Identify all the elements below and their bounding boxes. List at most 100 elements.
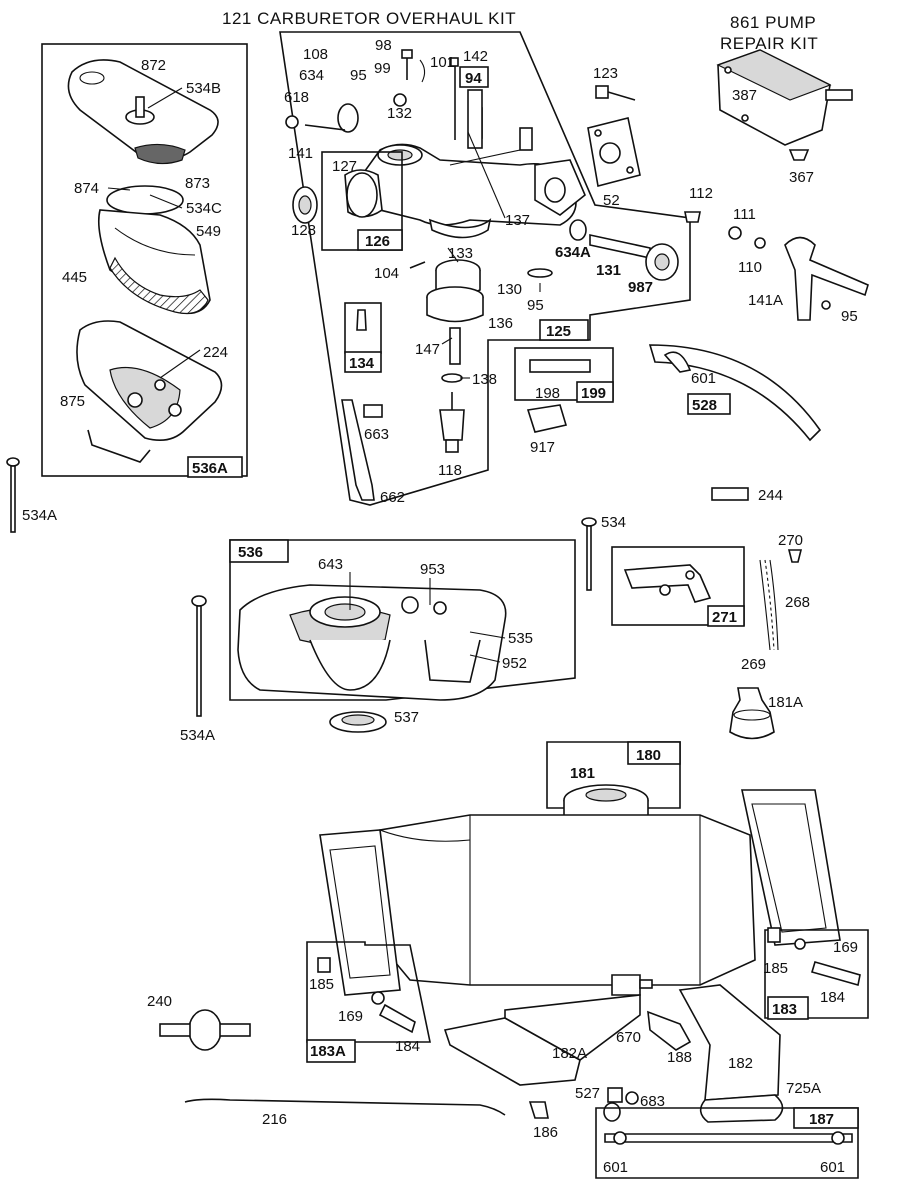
label-269: 269 xyxy=(741,656,766,673)
label-133: 133 xyxy=(448,245,473,262)
label-199: 199 xyxy=(581,385,606,402)
label-527: 527 xyxy=(575,1085,600,1102)
label-683: 683 xyxy=(640,1093,665,1110)
label-601-c: 601 xyxy=(820,1159,845,1176)
label-188: 188 xyxy=(667,1049,692,1066)
label-663: 663 xyxy=(364,426,389,443)
label-141a: 141A xyxy=(748,292,783,309)
label-634: 634 xyxy=(299,67,324,84)
label-186: 186 xyxy=(533,1124,558,1141)
label-183a: 183A xyxy=(310,1043,346,1060)
label-198: 198 xyxy=(535,385,560,402)
label-127: 127 xyxy=(332,158,357,175)
label-643: 643 xyxy=(318,556,343,573)
bolt-534a-left xyxy=(6,457,20,533)
label-128: 128 xyxy=(291,222,316,239)
label-94: 94 xyxy=(465,70,482,87)
bolt-534a-middle xyxy=(191,595,207,717)
label-634a: 634A xyxy=(555,244,591,261)
label-95-c: 95 xyxy=(841,308,858,325)
label-725a: 725A xyxy=(786,1080,821,1097)
label-271: 271 xyxy=(712,609,737,626)
label-169-right: 169 xyxy=(833,939,858,956)
label-180: 180 xyxy=(636,747,661,764)
air-cleaner-group xyxy=(41,43,248,478)
label-445: 445 xyxy=(62,269,87,286)
label-534c: 534C xyxy=(186,200,222,217)
fuel-tank-group xyxy=(306,687,869,1063)
label-874: 874 xyxy=(74,180,99,197)
label-952: 952 xyxy=(502,655,527,672)
label-244: 244 xyxy=(758,487,783,504)
label-142: 142 xyxy=(463,48,488,65)
label-185-left: 185 xyxy=(309,976,334,993)
label-185-right: 185 xyxy=(763,960,788,977)
label-123: 123 xyxy=(593,65,618,82)
label-601-a: 601 xyxy=(691,370,716,387)
label-270: 270 xyxy=(778,532,803,549)
label-138: 138 xyxy=(472,371,497,388)
carburetor-frame xyxy=(279,31,691,506)
label-99: 99 xyxy=(374,60,391,77)
label-112: 112 xyxy=(689,185,713,202)
label-141: 141 xyxy=(288,145,313,162)
label-536a: 536A xyxy=(192,460,228,477)
label-536: 536 xyxy=(238,544,263,561)
label-118: 118 xyxy=(438,462,462,479)
air-cleaner-frame xyxy=(41,43,248,477)
label-872: 872 xyxy=(141,57,166,74)
label-181a: 181A xyxy=(768,694,803,711)
bracket-and-chain-group xyxy=(581,517,803,651)
label-601-b: 601 xyxy=(603,1159,628,1176)
label-134: 134 xyxy=(349,355,375,372)
label-953: 953 xyxy=(420,561,445,578)
label-182a: 182A xyxy=(552,1045,587,1062)
label-873: 873 xyxy=(185,175,210,192)
label-216: 216 xyxy=(262,1111,287,1128)
label-183: 183 xyxy=(772,1001,797,1018)
pump-and-linkage-group xyxy=(587,49,869,501)
label-875: 875 xyxy=(60,393,85,410)
label-184-left: 184 xyxy=(395,1038,420,1055)
label-98: 98 xyxy=(375,37,392,54)
label-367: 367 xyxy=(789,169,814,186)
label-549: 549 xyxy=(196,223,221,240)
label-662: 662 xyxy=(380,489,405,506)
label-136: 136 xyxy=(488,315,513,332)
label-130: 130 xyxy=(497,281,522,298)
label-224: 224 xyxy=(203,344,228,361)
label-917: 917 xyxy=(530,439,555,456)
label-987: 987 xyxy=(628,279,653,296)
carburetor-group xyxy=(279,31,691,506)
label-268: 268 xyxy=(785,594,810,611)
shroud-group xyxy=(229,539,576,733)
label-535: 535 xyxy=(508,630,533,647)
label-240: 240 xyxy=(147,993,172,1010)
label-182: 182 xyxy=(728,1055,753,1072)
title-carburetor-kit: 121 CARBURETOR OVERHAUL KIT xyxy=(222,9,516,28)
label-95-b: 95 xyxy=(527,297,544,314)
label-534b: 534B xyxy=(186,80,221,97)
label-137: 137 xyxy=(505,212,530,229)
label-131: 131 xyxy=(596,262,621,279)
label-670: 670 xyxy=(616,1029,641,1046)
label-95-a: 95 xyxy=(350,67,367,84)
label-184-right: 184 xyxy=(820,989,845,1006)
label-169-left: 169 xyxy=(338,1008,363,1025)
label-618: 618 xyxy=(284,89,309,106)
label-125: 125 xyxy=(546,323,571,340)
label-534: 534 xyxy=(601,514,626,531)
label-537: 537 xyxy=(394,709,419,726)
lower-parts-group xyxy=(159,984,859,1179)
label-110: 110 xyxy=(738,259,762,276)
label-387: 387 xyxy=(732,87,757,104)
label-52: 52 xyxy=(603,192,620,209)
label-132: 132 xyxy=(387,105,412,122)
label-147: 147 xyxy=(415,341,440,358)
label-534a-left: 534A xyxy=(22,507,57,524)
label-534a-middle: 534A xyxy=(180,727,215,744)
label-528: 528 xyxy=(692,397,717,414)
label-126: 126 xyxy=(365,233,390,250)
label-187: 187 xyxy=(809,1111,834,1128)
